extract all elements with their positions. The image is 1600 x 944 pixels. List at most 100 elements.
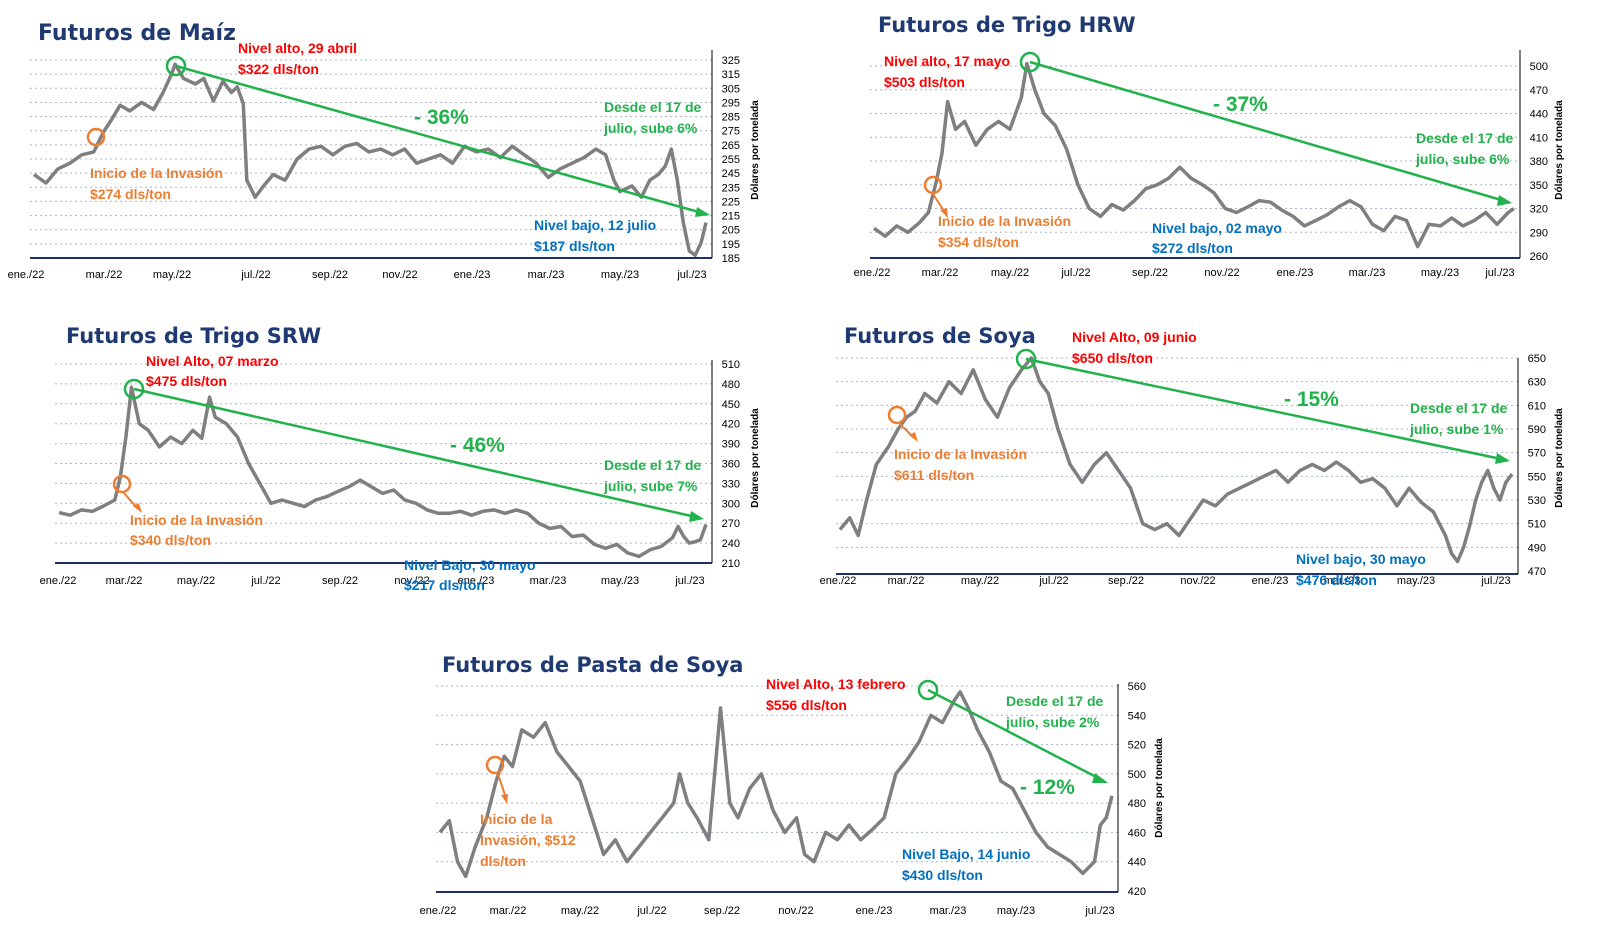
x-tick-label: may./22 [991, 267, 1029, 279]
x-tick-label: jul./22 [240, 269, 270, 281]
since-label-line2: julio, sube 7% [603, 478, 698, 494]
x-tick-label: ene./22 [820, 575, 857, 587]
x-tick-label: sep./22 [704, 905, 740, 917]
y-tick-label: 440 [1530, 109, 1548, 121]
x-tick-label: ene./23 [1252, 575, 1289, 587]
y-tick-label: 470 [1528, 566, 1546, 578]
x-tick-label: mar./22 [86, 269, 123, 281]
x-tick-label: ene./22 [8, 269, 45, 281]
high-label-line2: $322 dls/ton [238, 61, 319, 77]
y-tick-label: 315 [722, 69, 740, 81]
change-percent: - 36% [414, 106, 469, 129]
x-tick-label: ene./23 [458, 575, 495, 587]
trend-arrow-head [1495, 453, 1510, 464]
invasion-label-line1: Inicio de la Invasión [130, 512, 263, 528]
y-tick-label: 205 [722, 225, 740, 237]
y-tick-label: 540 [1128, 710, 1146, 722]
high-marker [123, 378, 145, 400]
chart-title: Futuros de Trigo HRW [878, 13, 1136, 37]
change-percent: - 12% [1020, 776, 1075, 799]
y-tick-label: 550 [1528, 471, 1546, 483]
high-label-line1: Nivel alto, 29 abril [238, 40, 357, 56]
invasion-pointer-head [501, 794, 508, 804]
invasion-label-line1: Inicio de la Invasión [938, 213, 1071, 229]
x-tick-label: may./22 [153, 269, 191, 281]
low-label-line2: $430 dls/ton [902, 867, 983, 883]
x-tick-label: nov./22 [394, 575, 429, 587]
x-tick-label: jul./23 [1084, 905, 1114, 917]
x-tick-label: mar./22 [922, 267, 959, 279]
invasion-label-line2: $354 dls/ton [938, 234, 1019, 250]
y-tick-label: 530 [1528, 495, 1546, 507]
since-label-line1: Desde el 17 de [604, 457, 701, 473]
series-line [438, 690, 1114, 879]
trend-arrow [1025, 357, 1507, 462]
x-tick-label: jul./22 [1038, 575, 1068, 587]
chart-soya-svg: Futuros de Soya 650630610590570550530510… [820, 324, 1565, 588]
y-tick-label: 290 [1530, 227, 1548, 239]
high-label-line2: $475 dls/ton [146, 373, 227, 389]
change-percent: - 37% [1213, 93, 1268, 116]
y-tick-label: 305 [722, 83, 740, 95]
x-tick-label: jul./22 [250, 575, 280, 587]
y-tick-label: 650 [1528, 353, 1546, 365]
trend-arrow [927, 688, 1105, 783]
x-tick-label: may./23 [601, 575, 639, 587]
trend-arrow [133, 387, 701, 520]
y-tick-label: 270 [722, 518, 740, 530]
y-tick-label: 440 [1128, 857, 1146, 869]
y-tick-label: 185 [722, 253, 740, 265]
x-tick-label: ene./22 [40, 575, 77, 587]
since-label-line1: Desde el 17 de [1410, 400, 1507, 416]
y-tick-label: 240 [722, 538, 740, 550]
series-line [58, 385, 708, 559]
y-axis-label: Dólares por tonelada [1154, 738, 1165, 838]
chart-title: Futuros de Soya [844, 324, 1036, 348]
y-tick-label: 285 [722, 112, 740, 124]
high-marker [165, 55, 187, 77]
y-tick-label: 470 [1530, 85, 1548, 97]
x-tick-label: mar./22 [888, 575, 925, 587]
y-tick-label: 325 [722, 55, 740, 67]
since-label-line2: julio, sube 6% [1415, 151, 1510, 167]
since-label-line2: julio, sube 1% [1409, 421, 1504, 437]
x-tick-label: jul./23 [1480, 575, 1510, 587]
x-tick-label: mar./22 [106, 575, 143, 587]
high-label-line2: $556 dls/ton [766, 697, 847, 713]
x-tick-label: mar./23 [530, 575, 567, 587]
y-tick-label: 260 [1530, 251, 1548, 263]
since-label-line1: Desde el 17 de [1006, 693, 1103, 709]
chart-trigo-srw-svg: Futuros de Trigo SRW 5104804504203903603… [40, 324, 761, 593]
x-tick-label: sep./22 [1108, 575, 1144, 587]
y-tick-label: 510 [1528, 519, 1546, 531]
invasion-marker [887, 405, 907, 425]
invasion-pointer-head [909, 432, 918, 442]
trend-arrow [175, 64, 707, 216]
high-label-line1: Nivel Alto, 13 febrero [766, 676, 906, 692]
trend-arrow-head [695, 207, 710, 217]
x-tick-label: may./22 [561, 905, 599, 917]
y-tick-label: 420 [1128, 886, 1146, 898]
x-tick-label: mar./23 [1324, 575, 1361, 587]
x-tick-label: may./22 [177, 575, 215, 587]
chart-title: Futuros de Pasta de Soya [442, 653, 743, 677]
trend-arrow-head [1092, 773, 1108, 783]
x-tick-label: jul./22 [636, 905, 666, 917]
y-tick-label: 225 [722, 196, 740, 208]
y-tick-label: 450 [722, 399, 740, 411]
series-line [32, 62, 708, 257]
x-tick-label: mar./23 [1349, 267, 1386, 279]
x-tick-label: ene./22 [420, 905, 457, 917]
y-tick-label: 420 [722, 419, 740, 431]
trend-arrow-head [1497, 195, 1512, 206]
x-tick-label: ene./23 [454, 269, 491, 281]
x-tick-label: jul./23 [676, 269, 706, 281]
invasion-label-line2: Invasión, $512 [480, 832, 576, 848]
y-tick-label: 590 [1528, 424, 1546, 436]
y-tick-label: 500 [1128, 769, 1146, 781]
invasion-marker [86, 127, 106, 147]
y-axis-label: Dólares por tonelada [1554, 408, 1565, 508]
